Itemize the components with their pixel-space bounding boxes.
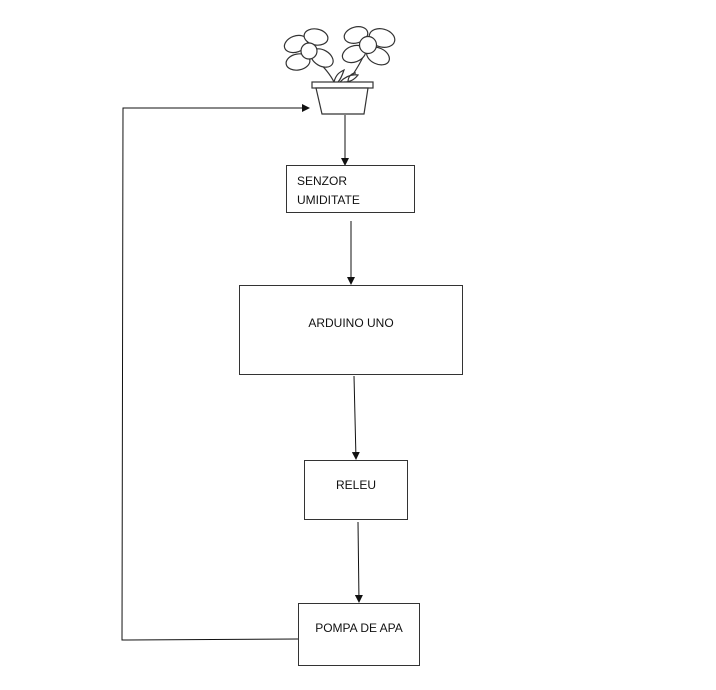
releu-box: RELEU <box>304 460 408 520</box>
sensor-label-line2: UMIDITATE <box>297 193 360 207</box>
arduino-label: ARDUINO UNO <box>308 316 394 330</box>
arrow-arduino-to-releu <box>351 375 360 460</box>
sensor-label-line1: SENZOR <box>297 174 348 188</box>
sensor-box: SENZOR UMIDITATE <box>286 165 415 213</box>
connectors <box>121 104 363 641</box>
potted-flowers-icon <box>283 26 396 115</box>
releu-label: RELEU <box>335 478 376 492</box>
pompa-label: POMPA DE APA <box>315 621 403 635</box>
arrow-releu-to-pompa <box>354 521 363 603</box>
pompa-box: POMPA DE APA <box>298 603 420 666</box>
feedback-pompa-to-pot <box>121 104 310 641</box>
arduino-box: ARDUINO UNO <box>239 285 463 375</box>
